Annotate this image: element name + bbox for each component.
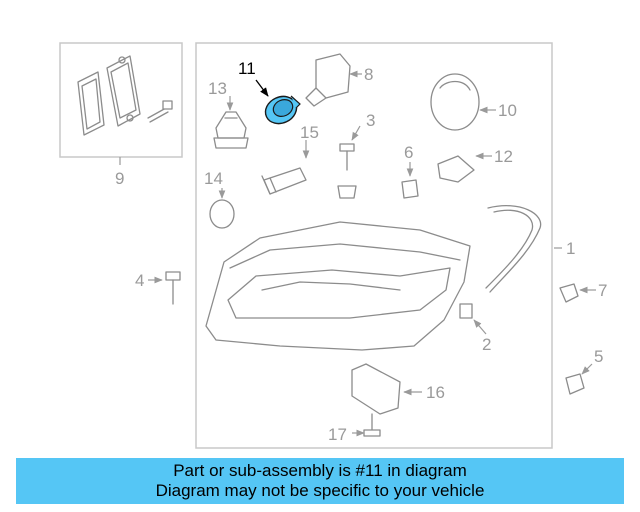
banner-line-1: Part or sub-assembly is #11 in diagram: [173, 461, 467, 480]
part-16-control-module: [351, 363, 422, 415]
callout-16: 16: [426, 383, 445, 402]
callout-4: 4: [135, 271, 144, 290]
part-1-headlamp-assembly: [205, 221, 562, 351]
part-10-cover-cap: [430, 73, 496, 131]
part-13-bulb: [213, 96, 249, 149]
part-14-bulb: [209, 188, 235, 229]
callout-11: 11: [238, 59, 256, 78]
callout-17: 17: [328, 425, 347, 444]
banner-line-2: Diagram may not be specific to your vehi…: [155, 481, 485, 500]
part-6-small-bulb: [401, 162, 419, 199]
callout-10: 10: [498, 101, 517, 120]
part-5-screw: [565, 363, 593, 395]
part-4-screw: [148, 271, 181, 305]
part-9-gasket-bracket: [77, 55, 173, 136]
part-3-screw: [337, 125, 361, 199]
part-11-bulb-cap: [255, 79, 301, 125]
part-15-socket: [261, 140, 310, 195]
callout-7: 7: [598, 281, 607, 300]
part-12-bulb: [437, 152, 492, 183]
trim-strip: [485, 205, 542, 293]
callout-9: 9: [115, 169, 124, 188]
callout-6: 6: [404, 143, 413, 162]
callout-1: 1: [566, 239, 575, 258]
callout-3: 3: [366, 111, 375, 130]
callout-2: 2: [482, 335, 491, 354]
callout-12: 12: [494, 147, 513, 166]
part-8-level-motor: [305, 53, 362, 107]
part-2-nut: [459, 303, 487, 335]
callout-5: 5: [594, 347, 603, 366]
part-17-bolt: [352, 413, 381, 437]
callout-8: 8: [364, 65, 373, 84]
callout-13: 13: [208, 79, 227, 98]
part-7-clip: [559, 283, 596, 303]
callout-15: 15: [300, 123, 319, 142]
info-banner: Part or sub-assembly is #11 in diagram D…: [16, 458, 624, 504]
callout-14: 14: [204, 169, 223, 188]
